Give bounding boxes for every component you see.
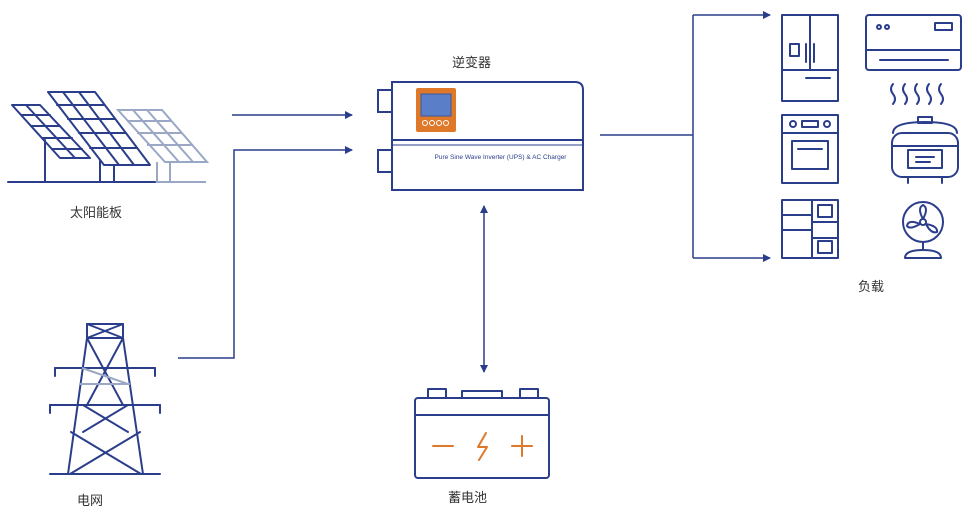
rice-cooker-icon (891, 116, 959, 184)
air-conditioner-icon (865, 14, 962, 105)
power-tower-icon (49, 323, 161, 475)
refrigerator-icon (781, 14, 839, 102)
grid-label: 电网 (77, 494, 104, 509)
fan-icon (902, 201, 944, 259)
load-label: 负载 (858, 280, 885, 295)
cabinet-icon (781, 199, 839, 259)
battery-label: 蓄电池 (448, 491, 488, 506)
inverter-display-panel (416, 88, 456, 132)
connectors (178, 11, 771, 373)
solar-panel-icon (7, 91, 210, 183)
battery-icon (414, 388, 550, 479)
inverter-label: 逆变器 (452, 56, 492, 71)
solar-panel-label: 太阳能板 (70, 206, 123, 221)
inverter-icon (377, 81, 584, 191)
inverter-model-text: Pure Sine Wave Inverter (UPS) & AC Charg… (434, 154, 567, 161)
grid-to-inverter-arrow (178, 146, 353, 359)
oven-icon (781, 114, 839, 184)
